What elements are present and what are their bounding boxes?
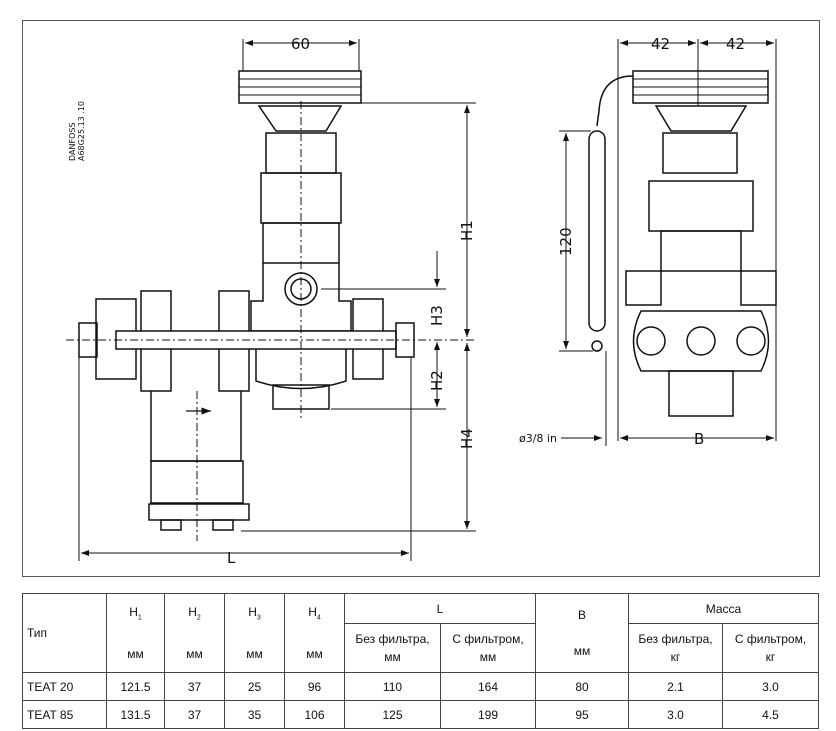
- valve-side-view: [588, 70, 777, 417]
- cell-h2: 37: [164, 700, 225, 729]
- cell-l-no-filter: 125: [344, 700, 441, 729]
- dim-42-right: 42: [726, 35, 745, 53]
- cell-mass-no-filter: 3.0: [628, 700, 723, 729]
- dim-42-left: 42: [651, 35, 670, 53]
- dim-h3: H3: [428, 305, 446, 326]
- svg-text:DANFOSS: DANFOSS: [68, 122, 77, 161]
- technical-drawing: DANFOSS A68G25.13 .10: [22, 20, 820, 577]
- dim-l: L: [227, 549, 236, 567]
- cell-h4: 106: [284, 700, 345, 729]
- dim-h1: H1: [458, 220, 476, 241]
- dim-h4: H4: [458, 428, 476, 449]
- table-row: TEAT 20 121.5 37 25 96 110 164 80 2.1 3.…: [22, 672, 819, 701]
- valve-dimension-drawing: DANFOSS A68G25.13 .10: [66, 35, 777, 567]
- cell-type: TEAT 85: [22, 700, 107, 729]
- cell-h1: 131.5: [106, 700, 165, 729]
- cell-l-with-filter: 164: [440, 672, 536, 701]
- dim-tube-diameter: ø3/8 in: [519, 432, 557, 445]
- cell-type: TEAT 20: [22, 672, 107, 701]
- drawing-code: DANFOSS A68G25.13 .10: [68, 101, 86, 161]
- cell-mass-no-filter: 2.1: [628, 672, 723, 701]
- dimension-lines-right: [559, 39, 777, 446]
- header-l-with-filter: С фильтром,мм: [440, 623, 536, 673]
- valve-front-view: [78, 70, 415, 531]
- cell-l-no-filter: 110: [344, 672, 441, 701]
- dim-b: B: [694, 430, 704, 448]
- cell-mass-with-filter: 4.5: [722, 700, 819, 729]
- header-mass-no-filter: Без фильтра,кг: [628, 623, 723, 673]
- center-lines: [66, 101, 476, 541]
- table-row: TEAT 85 131.5 37 35 106 125 199 95 3.0 4…: [22, 700, 819, 729]
- dim-120: 120: [557, 227, 575, 256]
- cell-b: 80: [535, 672, 629, 701]
- cell-b: 95: [535, 700, 629, 729]
- cell-h2: 37: [164, 672, 225, 701]
- dim-h2: H2: [428, 370, 446, 391]
- cell-h3: 25: [224, 672, 285, 701]
- cell-h3: 35: [224, 700, 285, 729]
- cell-l-with-filter: 199: [440, 700, 536, 729]
- header-l: L: [344, 593, 536, 624]
- svg-text:A68G25.13 .10: A68G25.13 .10: [77, 101, 86, 161]
- header-type: Тип: [22, 593, 107, 673]
- header-mass: Масса: [628, 593, 819, 624]
- header-l-no-filter: Без фильтра,мм: [344, 623, 441, 673]
- dim-60: 60: [291, 35, 310, 53]
- header-mass-with-filter: С фильтром,кг: [722, 623, 819, 673]
- cell-h4: 96: [284, 672, 345, 701]
- cell-mass-with-filter: 3.0: [722, 672, 819, 701]
- cell-h1: 121.5: [106, 672, 165, 701]
- dimension-lines: [78, 39, 476, 561]
